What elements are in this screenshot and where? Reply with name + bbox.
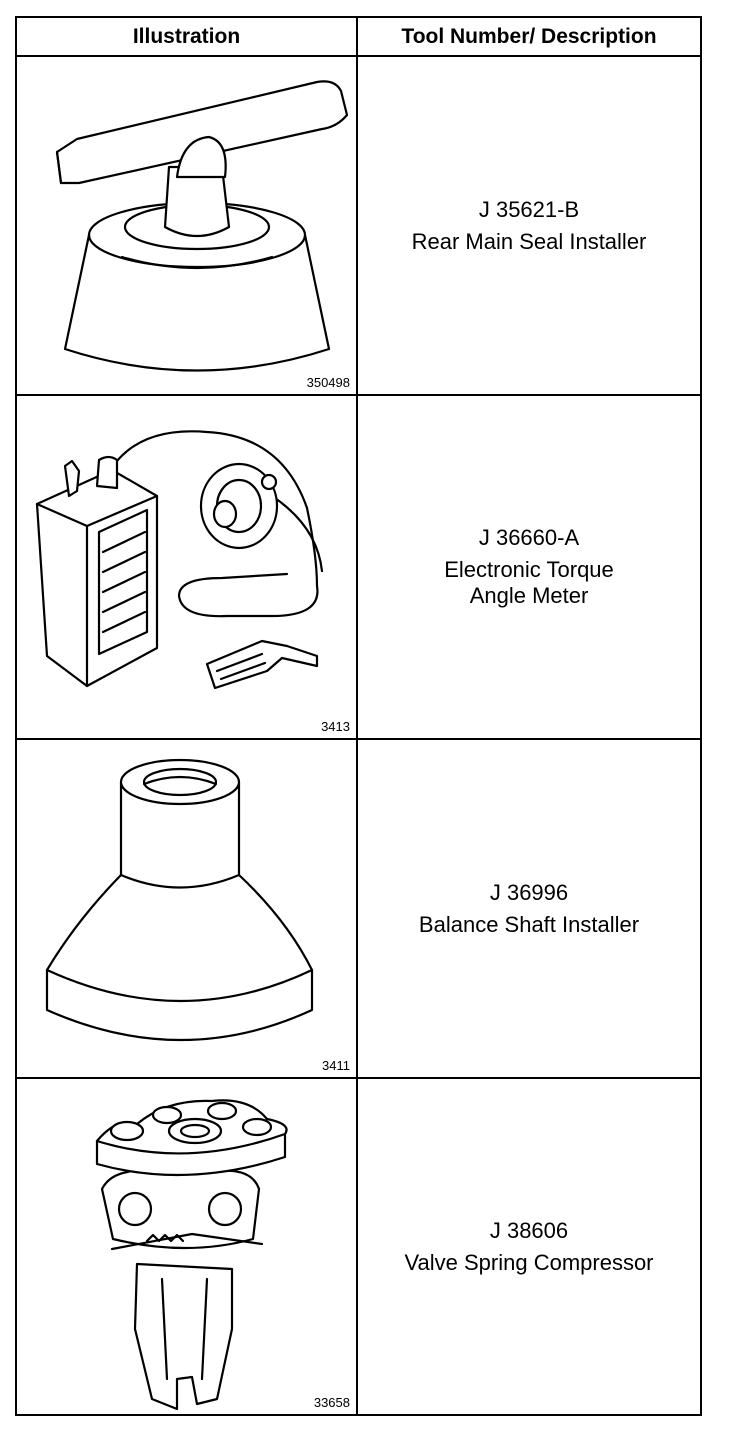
description-cell: J 38606 Valve Spring Compressor bbox=[356, 1077, 702, 1416]
tool-description: Balance Shaft Installer bbox=[418, 911, 640, 937]
illustration-cell: 350498 bbox=[15, 55, 358, 396]
tool-number: J 38606 bbox=[489, 1217, 569, 1243]
tool-number: J 36660-A bbox=[478, 525, 580, 550]
tool-description: Valve Spring Compressor bbox=[404, 1249, 654, 1275]
description-cell: J 36996 Balance Shaft Installer bbox=[356, 738, 702, 1079]
torque-angle-meter-drawing-icon bbox=[35, 430, 324, 690]
figure-number: 3413 bbox=[321, 719, 350, 734]
balance-shaft-installer-drawing-icon bbox=[45, 758, 314, 1041]
tool-description: Rear Main Seal Installer bbox=[411, 228, 647, 254]
description-cell: J 35621-B Rear Main Seal Installer bbox=[356, 55, 702, 396]
seal-installer-drawing-icon bbox=[55, 80, 349, 372]
table-row: 3413 J 36660-A Electronic Torque Angle M… bbox=[15, 394, 702, 740]
illustration-cell: 3413 bbox=[15, 394, 358, 740]
valve-spring-compressor-drawing-icon bbox=[95, 1099, 288, 1411]
figure-number: 3411 bbox=[322, 1058, 350, 1073]
figure-number: 33658 bbox=[313, 1395, 350, 1410]
tool-table: Illustration Tool Number/ Description 35… bbox=[15, 16, 702, 1416]
table-row: 33658 J 38606 Valve Spring Compressor bbox=[15, 1077, 702, 1416]
header-illustration: Illustration bbox=[15, 16, 358, 57]
tool-number: J 35621-B bbox=[478, 196, 580, 222]
illustration-cell: 3411 bbox=[15, 738, 358, 1079]
tool-number: J 36996 bbox=[489, 879, 569, 905]
table-row: 350498 J 35621-B Rear Main Seal Installe… bbox=[15, 55, 702, 396]
header-row: Illustration Tool Number/ Description bbox=[15, 16, 702, 57]
header-tool: Tool Number/ Description bbox=[356, 16, 702, 57]
description-cell: J 36660-A Electronic Torque Angle Meter bbox=[356, 394, 702, 740]
figure-number: 350498 bbox=[306, 375, 350, 390]
illustration-cell: 33658 bbox=[15, 1077, 358, 1416]
tool-description: Electronic Torque bbox=[444, 557, 614, 582]
tool-description: Angle Meter bbox=[469, 583, 589, 608]
table-row: 3411 J 36996 Balance Shaft Installer bbox=[15, 738, 702, 1079]
